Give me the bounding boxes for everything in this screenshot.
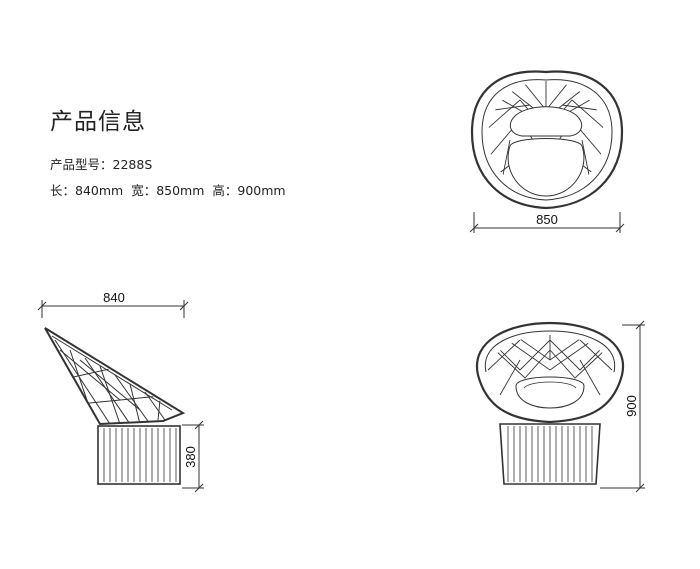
side-view-bowl-frame (44, 327, 186, 426)
top-view-seat-opening (507, 138, 585, 197)
front-view (475, 321, 625, 485)
product-info-panel: 产品信息 产品型号：2288S 长：840mm 宽：850mm 高：900mm (50, 102, 286, 199)
dimension-front-height (600, 320, 645, 493)
top-view (470, 70, 624, 210)
page-title: 产品信息 (50, 109, 146, 135)
width-value: 850mm (156, 183, 205, 198)
front-height-label: 900 (624, 395, 639, 417)
dimension-side-depth (37, 300, 189, 318)
length-value: 840mm (75, 183, 124, 198)
side-view-base-strands (103, 428, 177, 482)
seat-height-label: 380 (183, 446, 198, 468)
size-line: 长：840mm 宽：850mm 高：900mm (50, 180, 286, 199)
side-view-base (97, 425, 181, 485)
model-line: 产品型号：2288S (50, 154, 286, 173)
side-view-weave (54, 339, 171, 424)
top-view-inner-rim (481, 79, 613, 201)
model-value: 2288S (112, 157, 153, 172)
height-value: 900mm (237, 183, 286, 198)
side-view (44, 327, 186, 485)
front-view-seat-cushion (515, 376, 585, 409)
front-view-seat-inner (523, 381, 577, 389)
height-label: 高： (212, 183, 238, 198)
top-width-label: 850 (536, 212, 558, 227)
front-view-weave (487, 335, 613, 396)
front-view-base-strands (507, 426, 593, 482)
front-view-bowl-outer (475, 321, 625, 424)
model-label: 产品型号： (50, 157, 113, 172)
top-view-outer-rim (470, 70, 624, 210)
side-depth-label: 840 (103, 290, 125, 305)
length-label: 长： (50, 183, 76, 198)
front-view-bowl-inner (484, 330, 616, 373)
dimension-top-width (469, 212, 625, 233)
dimension-seat-height (182, 420, 204, 493)
top-view-seat-cushion (509, 106, 583, 137)
front-view-base (499, 423, 601, 485)
width-label: 宽： (131, 183, 157, 198)
side-view-bowl-inner (51, 335, 173, 411)
